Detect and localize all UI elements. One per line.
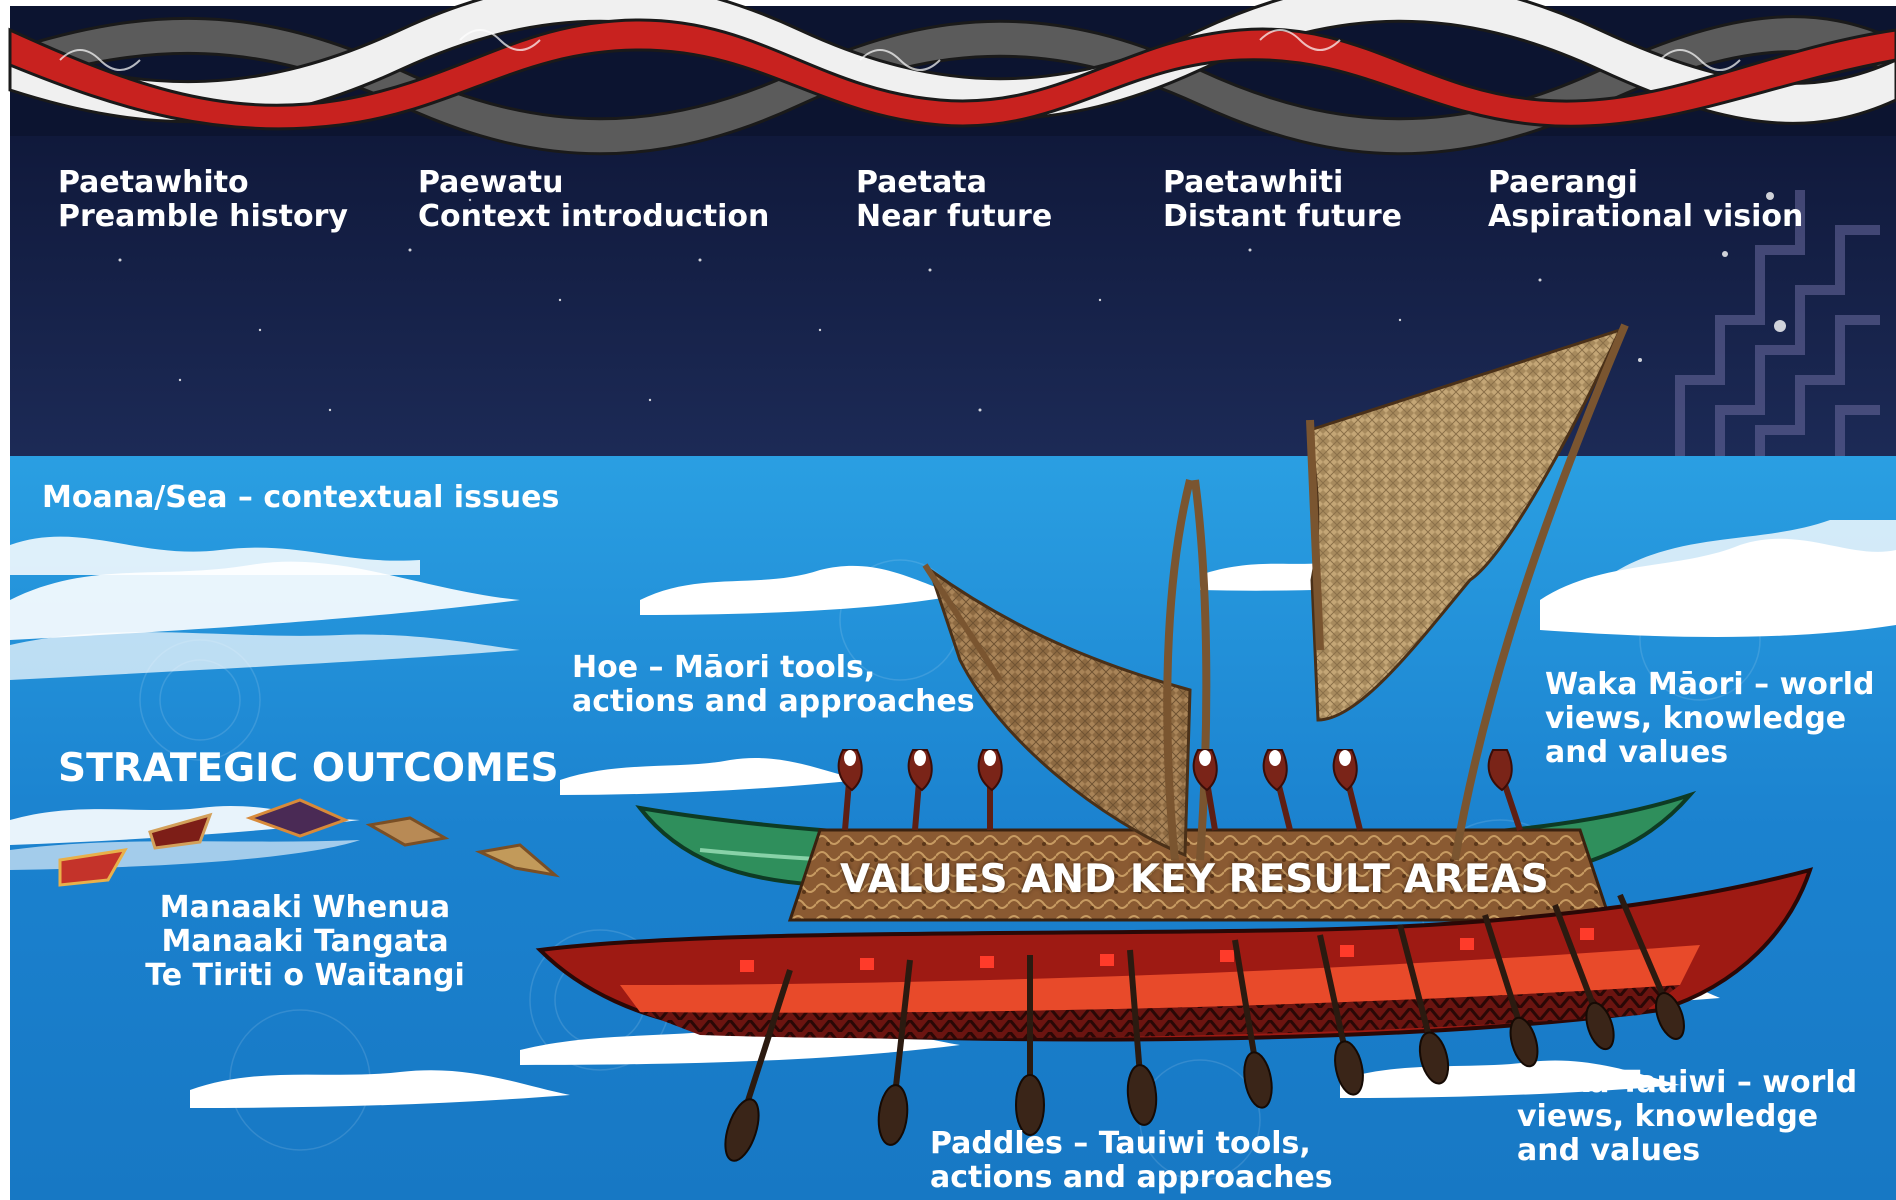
outcome-item: Manaaki Tangata [161, 923, 449, 959]
strategic-outcomes-heading: STRATEGIC OUTCOMES [58, 746, 559, 791]
braid-band [8, 0, 1896, 156]
koru-pattern [1675, 190, 1880, 460]
horizon-maori: Paerangi [1488, 165, 1638, 200]
waka-tauiwi-label: Waka Tauiwi – world views, knowledge and… [1517, 1065, 1858, 1168]
tauiwi-paddles [724, 893, 1685, 1162]
horizon-paewatu: Paewatu Context introduction [418, 166, 769, 234]
horizon-maori: Paewatu [418, 165, 564, 200]
horizon-maori: Paetawhiti [1163, 165, 1344, 200]
outcome-item: Te Tiriti o Waitangi [145, 957, 465, 993]
horizon-english: Preamble history [58, 198, 348, 234]
hoe-label: Hoe – Māori tools, actions and approache… [572, 650, 975, 719]
horizon-maori: Paetata [856, 165, 987, 200]
horizon-english: Context introduction [418, 198, 770, 234]
waka-maori-label: Waka Māori – world views, knowledge and … [1545, 667, 1875, 770]
outcome-kites [58, 798, 561, 887]
horizon-english: Near future [856, 198, 1053, 234]
sea-label: Moana/Sea – contextual issues [42, 480, 560, 515]
strategic-outcomes-list: Manaaki Whenua Manaaki Tangata Te Tiriti… [140, 891, 470, 993]
values-key-result-areas-label: VALUES AND KEY RESULT AREAS [840, 857, 1549, 902]
sails [922, 323, 1629, 861]
horizon-maori: Paetawhito [58, 165, 249, 200]
horizon-paetata: Paetata Near future [856, 166, 1052, 234]
stars [118, 192, 1786, 412]
horizon-paetawhito: Paetawhito Preamble history [58, 166, 348, 234]
horizon-paerangi: Paerangi Aspirational vision [1488, 166, 1803, 234]
paddles-label: Paddles – Tauiwi tools, actions and appr… [930, 1126, 1333, 1195]
outcome-item: Manaaki Whenua [159, 890, 451, 925]
horizon-english: Aspirational vision [1488, 198, 1804, 234]
horizon-english: Distant future [1163, 198, 1403, 234]
horizon-paetawhiti: Paetawhiti Distant future [1163, 166, 1402, 234]
